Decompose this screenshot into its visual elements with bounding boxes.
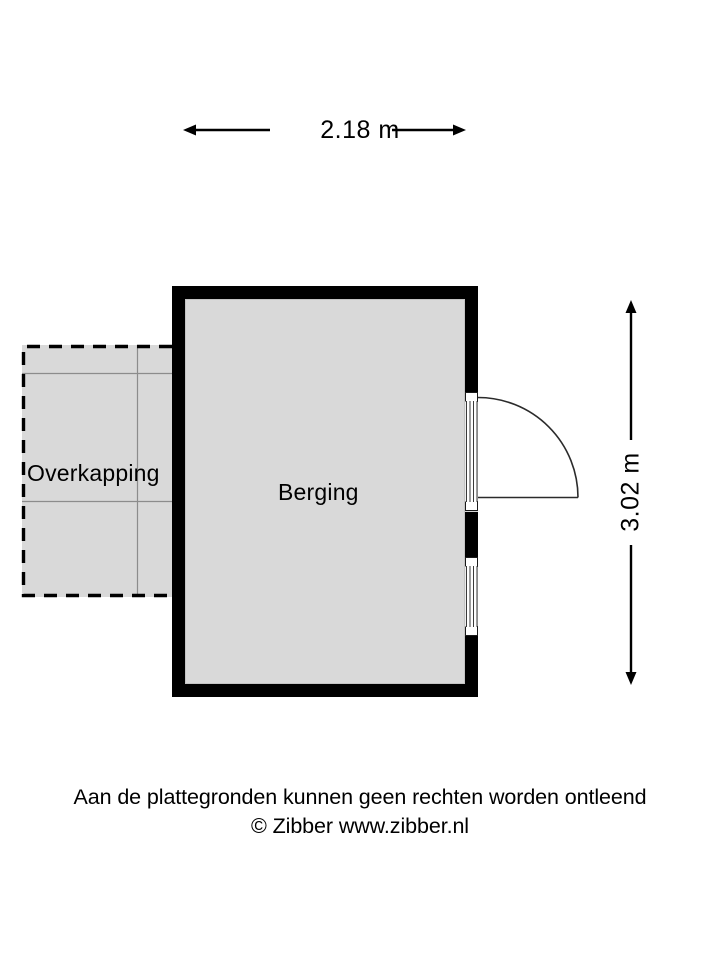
- window-jamb-top: [465, 557, 478, 567]
- height-dimension-label: 3.02 m: [616, 452, 645, 532]
- door-opening: [465, 392, 579, 511]
- door-swing-arc: [477, 396, 579, 498]
- berging-wall-right-upper: [465, 286, 478, 392]
- berging-floor-inner-edge: [185, 299, 465, 684]
- height-dimension-arrow: [625, 300, 637, 685]
- overkapping-dashed-outline: [21, 344, 172, 598]
- berging-floor-fill: [172, 286, 478, 697]
- room-label-berging: Berging: [278, 479, 359, 505]
- width-arrowhead-left: [183, 124, 196, 136]
- berging-wall-bottom: [172, 684, 478, 697]
- window-opening: [465, 557, 478, 636]
- height-arrowhead-bottom: [625, 672, 637, 685]
- berging-wall-left: [172, 286, 185, 697]
- overkapping-floor-fill: [22, 345, 172, 597]
- width-dimension-label: 2.18 m: [320, 116, 400, 144]
- footer-copyright-line: © Zibber www.zibber.nl: [251, 814, 469, 838]
- footer: Aan de plattegronden kunnen geen rechten…: [0, 783, 720, 841]
- berging-room: [172, 286, 478, 697]
- width-dimension-arrow: [183, 124, 466, 136]
- window-glazing-fill: [465, 566, 478, 627]
- overkapping-area: [21, 344, 172, 598]
- height-arrowhead-top: [625, 300, 637, 313]
- door-jamb-bottom: [465, 501, 478, 511]
- width-arrowhead-right: [453, 124, 466, 136]
- footer-disclaimer-line: Aan de plattegronden kunnen geen rechten…: [73, 785, 647, 809]
- window-jamb-bottom: [465, 626, 478, 636]
- door-frame-fill: [465, 401, 478, 502]
- door-jamb-top: [465, 392, 478, 402]
- room-label-overkapping: Overkapping: [27, 460, 160, 486]
- berging-wall-right-lower: [465, 636, 478, 697]
- berging-wall-top: [172, 286, 478, 299]
- berging-wall-right-middle: [465, 512, 478, 558]
